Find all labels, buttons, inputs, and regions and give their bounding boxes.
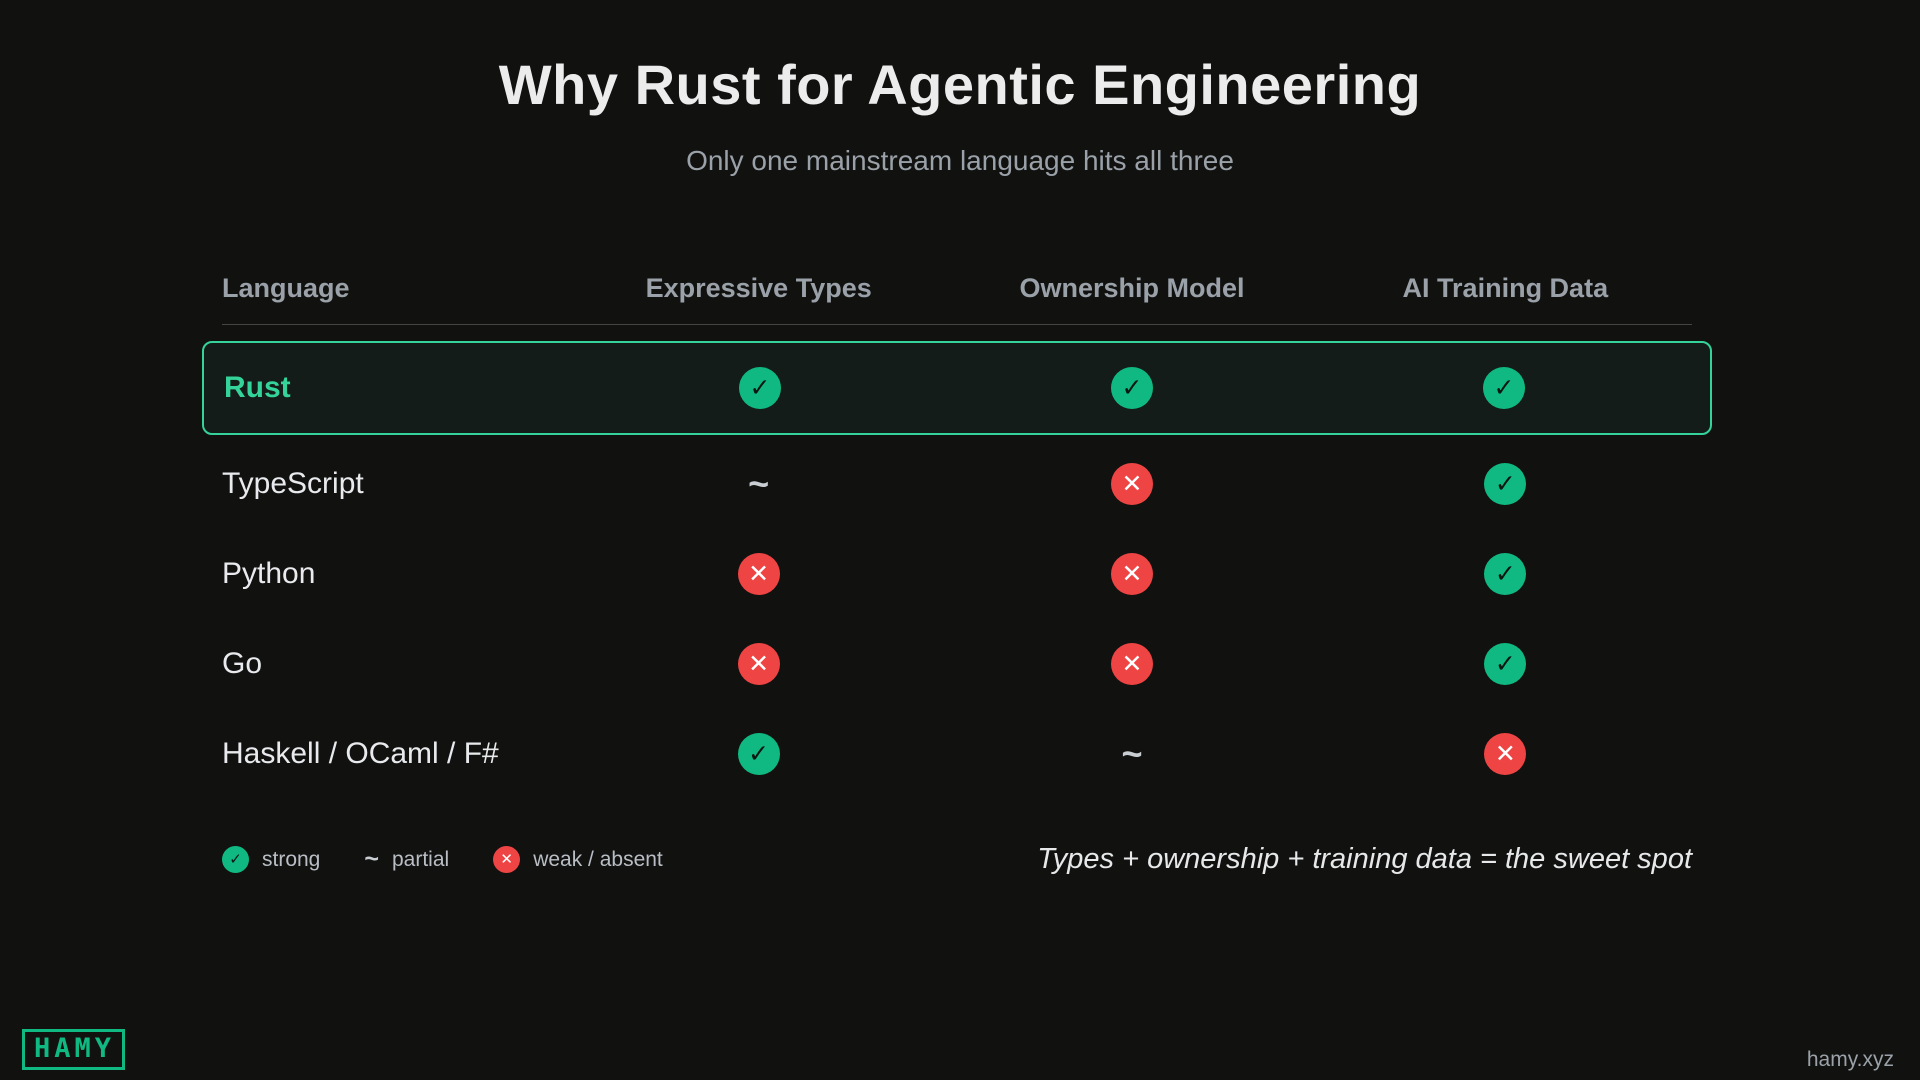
check-icon: ✓ [1484,553,1527,595]
check-icon: ✓ [1111,367,1153,409]
site-text: hamy.xyz [1806,1048,1894,1071]
language-label: Python [222,557,316,590]
cross-icon: ✕ [1110,643,1153,685]
legend-partial-label: partial [391,847,450,871]
table-header-row: Language Expressive Types Ownership Mode… [222,273,1692,325]
column-header-ai-training-data: AI Training Data [1402,273,1609,303]
footnote: Types + ownership + training data = the … [1037,843,1692,875]
check-icon: ✓ [739,367,781,409]
rating-cell: ✓ [1319,643,1692,685]
check-icon: ✓ [1483,367,1525,409]
table-row-python: Python ✕ ✕ ✓ [222,529,1692,619]
table-row-haskell-ocaml-f: Haskell / OCaml / F# ✓ ~ ✕ [222,709,1692,799]
legend-strong-label: strong [262,847,321,871]
legend-item-strong: ✓ strong [222,846,320,873]
language-label: TypeScript [222,467,364,500]
partial-icon: ~ [748,463,770,504]
language-label: Rust [224,371,291,404]
rating-cell: ✓ [1319,463,1692,505]
check-icon: ✓ [737,733,780,775]
rating-cell: ✕ [572,643,945,685]
cross-icon: ✕ [1110,463,1153,505]
legend-item-weak: ✕ weak / absent [493,846,663,873]
table-body: Rust✓✓✓TypeScript~✕✓Python✕✕✓Go✕✕✓Haskel… [202,325,1712,799]
rating-cell: ✓ [1318,367,1690,409]
rating-cell: ✓ [572,733,945,775]
cross-icon: ✕ [493,846,521,873]
cross-icon: ✕ [737,643,780,685]
check-icon: ✓ [222,846,249,873]
column-header-ownership-model: Ownership Model [1019,273,1245,303]
cross-icon: ✕ [1110,553,1153,595]
column-header-language: Language [222,273,350,303]
page-subtitle: Only one mainstream language hits all th… [686,145,1234,176]
check-icon: ✓ [1484,463,1527,505]
rating-cell: ✕ [945,643,1318,685]
rating-cell: ✕ [945,463,1318,505]
legend: ✓ strong ~ partial ✕ weak / absent [222,846,663,873]
table-row-go: Go ✕ ✕ ✓ [222,619,1692,709]
legend-item-partial: ~ partial [364,847,449,872]
bottom-row: ✓ strong ~ partial ✕ weak / absent Types… [222,843,1692,876]
partial-icon: ~ [1121,733,1143,774]
rating-cell: ~ [572,466,945,502]
check-icon: ✓ [1484,643,1527,685]
rating-cell: ✓ [946,367,1318,409]
rating-cell: ✓ [574,367,946,409]
column-header-expressive-types: Expressive Types [645,273,872,303]
rating-cell: ✕ [572,553,945,595]
language-label: Haskell / OCaml / F# [222,737,499,770]
rating-cell: ✕ [945,553,1318,595]
legend-weak-label: weak / absent [533,847,663,871]
hamy-logo-text: HAMY [34,1033,116,1064]
table-row-typescript: TypeScript ~ ✕ ✓ [222,439,1692,529]
cross-icon: ✕ [737,553,780,595]
rating-cell: ~ [945,736,1318,772]
language-label: Go [222,647,263,680]
cross-icon: ✕ [1484,733,1527,775]
rating-cell: ✕ [1319,733,1692,775]
table-row-rust: Rust ✓ ✓ ✓ [202,341,1712,435]
partial-icon: ~ [364,845,379,873]
hamy-logo: HAMY [22,1029,126,1070]
comparison-table: Language Expressive Types Ownership Mode… [202,273,1712,799]
page-title: Why Rust for Agentic Engineering [498,53,1422,116]
rating-cell: ✓ [1319,553,1692,595]
